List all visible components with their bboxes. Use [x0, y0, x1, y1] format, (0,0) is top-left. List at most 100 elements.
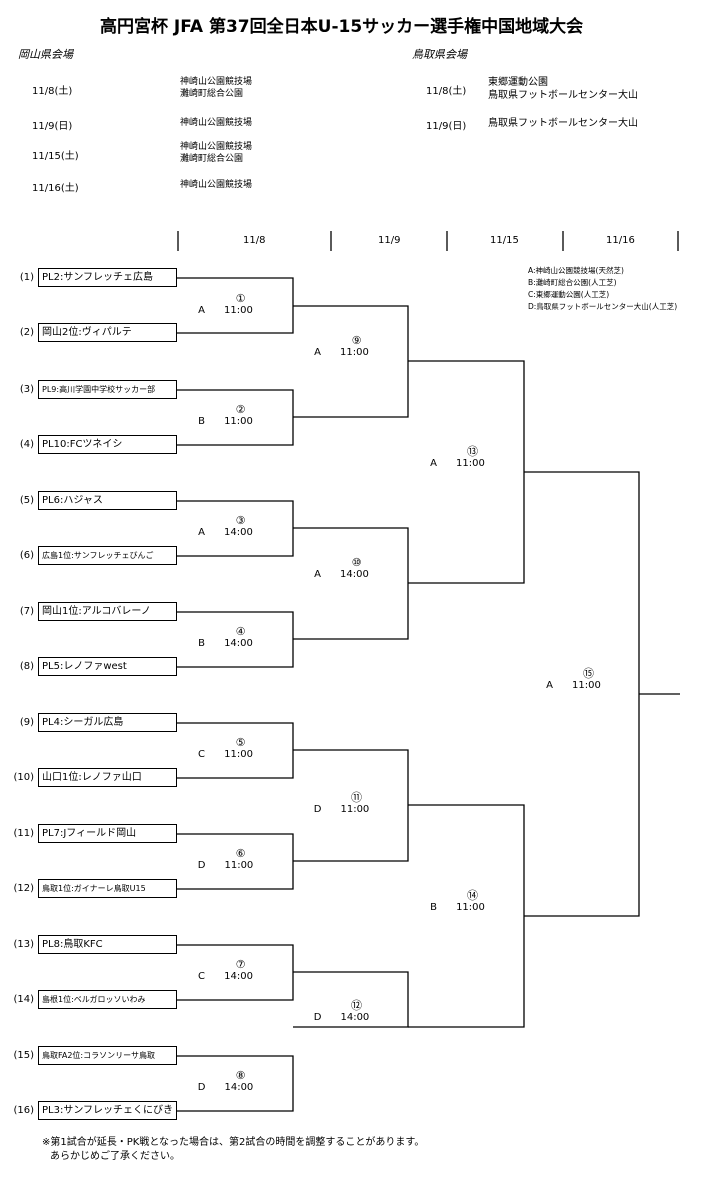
match-label: ③ A 14:00	[188, 515, 263, 539]
venue-legend-item: D:鳥取県フットボールセンター大山(人工芝)	[528, 302, 678, 311]
team-number: (2)	[19, 327, 34, 338]
schedule-date: 11/8(土)	[32, 86, 73, 97]
match-time: 14:00	[224, 1082, 254, 1093]
team-number: (9)	[19, 717, 34, 728]
match-time: 11:00	[224, 305, 253, 316]
match-time: 14:00	[224, 971, 253, 982]
match-label: ② B 11:00	[188, 404, 263, 428]
team-number: (3)	[19, 384, 34, 395]
schedule-date: 11/15(土)	[32, 151, 79, 162]
match-venue: B	[198, 638, 205, 649]
match-venue: A	[314, 569, 321, 580]
match-time: 11:00	[224, 860, 254, 871]
match-venue: C	[198, 749, 206, 760]
schedule-venue: 神崎山公園競技場	[180, 77, 253, 87]
team-number: (6)	[19, 550, 34, 561]
team-box: PL4:シーガル広島	[38, 713, 177, 732]
match-number: ⑧	[235, 1069, 246, 1082]
venue-legend-item: C:東郷運動公園(人工芝)	[528, 290, 610, 299]
team-number: (1)	[19, 272, 34, 283]
match-number: ⑬	[467, 445, 478, 458]
match-number: ②	[235, 403, 246, 416]
team-number: (7)	[19, 606, 34, 617]
match-number: ⑨	[351, 334, 362, 347]
match-venue: B	[198, 416, 205, 427]
match-venue: A	[198, 527, 205, 538]
team-box: 岡山2位:ヴィパルテ	[38, 323, 177, 342]
schedule-date: 11/8(土)	[426, 86, 467, 97]
page-title: 高円宮杯 JFA 第37回全日本U-15サッカー選手権中国地域大会	[100, 17, 584, 37]
match-venue: A	[546, 680, 553, 691]
match-time: 11:00	[456, 902, 485, 913]
round-date-header: 11/9	[378, 235, 401, 246]
match-number: ⑪	[351, 791, 362, 804]
match-number: ④	[235, 625, 246, 638]
team-box: PL9:高川学園中学校サッカー部	[38, 380, 177, 399]
schedule-venue: 神崎山公園競技場	[180, 118, 253, 128]
team-number: (10)	[13, 772, 34, 783]
match-number: ⑦	[235, 958, 246, 971]
team-number: (4)	[19, 439, 34, 450]
venue-legend-item: A:神崎山公園競技場(天然芝)	[528, 266, 624, 275]
match-time: 14:00	[340, 1012, 370, 1023]
team-number: (8)	[19, 661, 34, 672]
team-number: (15)	[13, 1050, 34, 1061]
match-number: ⑤	[235, 736, 246, 749]
match-label: ⑩ A 14:00	[304, 557, 379, 581]
match-number: ⑭	[467, 889, 478, 902]
match-number: ⑩	[351, 556, 362, 569]
team-box: 鳥取FA2位:コラソンリーサ鳥取	[38, 1046, 177, 1065]
match-venue: A	[430, 458, 437, 469]
schedule-date: 11/9(日)	[32, 121, 73, 132]
team-box: 島根1位:ベルガロッソいわみ	[38, 990, 177, 1009]
team-number: (16)	[13, 1105, 34, 1116]
team-number: (5)	[19, 495, 34, 506]
match-time: 11:00	[224, 416, 253, 427]
match-label: ④ B 14:00	[188, 626, 263, 650]
schedule-venue: 灘崎町総合公園	[180, 154, 244, 164]
schedule-venue: 東郷運動公園	[488, 77, 548, 88]
okayama-venue-heading: 岡山県会場	[18, 48, 73, 61]
round-date-header: 11/15	[490, 235, 519, 246]
round-date-header: 11/16	[606, 235, 635, 246]
schedule-venue: 鳥取県フットボールセンター大山	[488, 118, 638, 129]
match-number: ⑮	[583, 667, 594, 680]
match-number: ⑫	[351, 999, 362, 1012]
team-box: 岡山1位:アルコバレーノ	[38, 602, 177, 621]
match-time: 14:00	[224, 638, 253, 649]
team-box: PL7:Jフィールド岡山	[38, 824, 177, 843]
team-number: (11)	[13, 828, 34, 839]
team-box: PL5:レノファwest	[38, 657, 177, 676]
round-date-header: 11/8	[243, 235, 266, 246]
match-time: 14:00	[340, 569, 369, 580]
match-time: 11:00	[224, 749, 253, 760]
footnote: あらかじめご了承ください。	[50, 1151, 180, 1162]
match-venue: D	[313, 804, 322, 815]
team-box: PL10:FCツネイシ	[38, 435, 177, 454]
team-box: PL6:ハジャス	[38, 491, 177, 510]
team-number: (12)	[13, 883, 34, 894]
match-venue: D	[197, 860, 206, 871]
match-time: 14:00	[224, 527, 253, 538]
tottori-venue-heading: 鳥取県会場	[412, 48, 467, 61]
match-venue: A	[314, 347, 321, 358]
schedule-venue: 鳥取県フットボールセンター大山	[488, 90, 638, 101]
team-box: PL3:サンフレッチェくにびき	[38, 1101, 177, 1120]
footnote: ※第1試合が延長・PK戦となった場合は、第2試合の時間を調整することがあります。	[42, 1137, 425, 1148]
team-number: (14)	[13, 994, 34, 1005]
schedule-venue: 灘崎町総合公園	[180, 89, 244, 99]
match-label: ⑦ C 14:00	[188, 959, 263, 983]
match-venue: C	[198, 971, 206, 982]
schedule-venue: 神崎山公園競技場	[180, 142, 253, 152]
match-label: ⑪ D 11:00	[304, 792, 379, 816]
team-box: 鳥取1位:ガイナーレ鳥取U15	[38, 879, 177, 898]
match-time: 11:00	[340, 804, 370, 815]
match-number: ⑥	[235, 847, 246, 860]
match-number: ③	[235, 514, 246, 527]
